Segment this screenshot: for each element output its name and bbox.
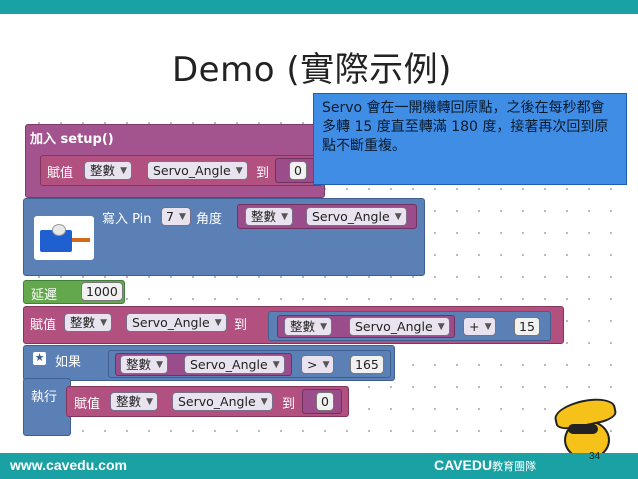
chevron-down-icon: ▼ [484,322,492,332]
chevron-down-icon: ▼ [100,318,108,328]
chevron-down-icon: ▼ [235,166,243,176]
if-var-dropdown[interactable]: Servo_Angle ▼ [184,355,285,374]
servo-write-label: 寫入 Pin [102,212,152,227]
explanation-callout: Servo 會在一開機轉回原點，之後在每秒都會多轉 15 度直至轉滿 180 度… [313,93,627,185]
assign-increment-label: 賦值 [30,318,57,333]
if-assign-to-label: 到 [282,397,296,412]
chevron-down-icon: ▼ [214,318,222,328]
footer-bar: www.cavedu.com CAVEDU教育團隊 [0,453,638,479]
servo-body [40,230,72,252]
math-operand-input[interactable]: 15 [514,317,540,336]
setup-label: 加入 setup() [30,132,114,147]
setup-var-dropdown[interactable]: Servo_Angle ▼ [147,161,248,180]
setup-value-input[interactable]: 0 [289,161,307,180]
cavedu-mascot-logo [550,393,619,460]
servo-horn [52,224,66,236]
chevron-down-icon: ▼ [179,212,186,222]
if-assign-value-input[interactable]: 0 [316,392,334,411]
if-type-dropdown[interactable]: 整數 ▼ [120,355,169,374]
delay-value-input[interactable]: 1000 [81,282,123,301]
page-number: 34 [589,451,601,462]
math-var-dropdown[interactable]: Servo_Angle ▼ [349,317,450,336]
if-operator-dropdown[interactable]: >▼ [301,355,335,374]
if-assign-type-dropdown[interactable]: 整數 ▼ [110,392,159,411]
servo-wire [72,238,90,242]
top-accent-bar [0,0,638,14]
brand-cn: 教育團隊 [492,461,537,473]
brand-name: CAVEDU [434,457,493,473]
servo-pin-dropdown[interactable]: 7▼ [161,207,191,226]
var-label: Servo_Angle [178,394,256,409]
type-label: 整數 [290,319,316,334]
gear-icon[interactable]: ★ [33,352,46,365]
chevron-down-icon: ▼ [320,322,328,332]
chevron-down-icon: ▼ [146,397,154,407]
setup-assign-label: 賦值 [47,166,74,181]
servo-motor-image [34,216,94,260]
if-block-spine [23,378,71,436]
if-assign-label: 賦值 [74,397,101,412]
operator-label: > [307,357,318,372]
math-type-dropdown[interactable]: 整數 ▼ [284,317,333,336]
chevron-down-icon: ▼ [437,322,445,332]
chevron-down-icon: ▼ [281,212,289,222]
servo-type-dropdown[interactable]: 整數 ▼ [245,207,294,226]
if-do-label: 執行 [31,390,58,405]
chevron-down-icon: ▼ [120,166,128,176]
chevron-down-icon: ▼ [394,212,402,222]
var-label: Servo_Angle [355,319,433,334]
assign-increment-var-dropdown[interactable]: Servo_Angle ▼ [126,313,227,332]
chevron-down-icon: ▼ [260,397,268,407]
var-label: Servo_Angle [190,357,268,372]
pin-value: 7 [166,209,174,224]
assign-increment-type-dropdown[interactable]: 整數 ▼ [64,313,113,332]
var-label: Servo_Angle [153,163,231,178]
type-label: 整數 [90,163,116,178]
slide-title: Demo (實際示例) [172,50,452,90]
chevron-down-icon: ▼ [272,360,280,370]
if-label: 如果 [55,355,82,370]
var-label: Servo_Angle [132,315,210,330]
math-operator-dropdown[interactable]: +▼ [463,317,497,336]
footer-brand: CAVEDU教育團隊 [434,457,536,474]
var-label: Servo_Angle [312,209,390,224]
type-label: 整數 [116,394,142,409]
if-assign-var-dropdown[interactable]: Servo_Angle ▼ [172,392,273,411]
type-label: 整數 [126,357,152,372]
setup-to-label: 到 [256,166,270,181]
type-label: 整數 [70,315,96,330]
chevron-down-icon: ▼ [156,360,164,370]
operator-label: + [469,319,480,334]
assign-increment-to-label: 到 [234,318,248,333]
setup-type-dropdown[interactable]: 整數 ▼ [84,161,133,180]
footer-url[interactable]: www.cavedu.com [10,457,127,473]
servo-angle-label: 角度 [196,212,223,227]
if-value-input[interactable]: 165 [350,355,384,374]
chevron-down-icon: ▼ [322,360,330,370]
delay-label: 延遲 [31,288,58,303]
servo-var-dropdown[interactable]: Servo_Angle ▼ [306,207,407,226]
type-label: 整數 [251,209,277,224]
mascot-hair [568,424,598,434]
